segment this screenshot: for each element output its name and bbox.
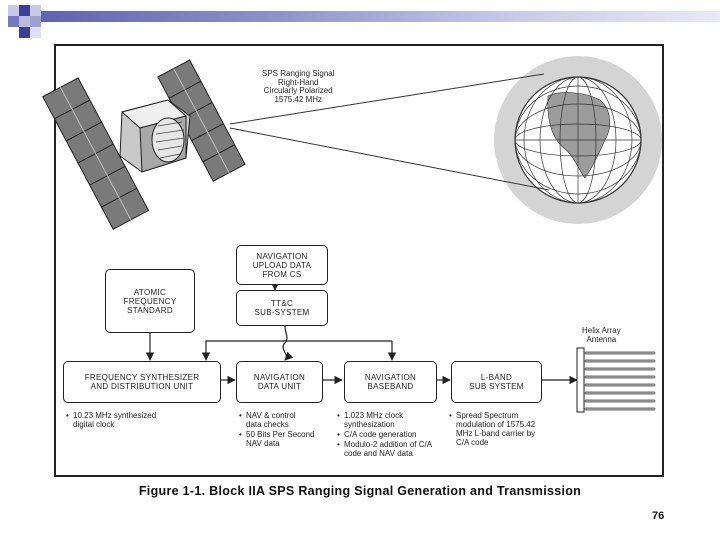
signal-beam xyxy=(229,73,550,191)
earth-globe-icon xyxy=(494,56,662,224)
page-number: 76 xyxy=(652,510,665,522)
satellite-icon xyxy=(42,59,246,230)
figure-caption: Figure 1-1. Block IIA SPS Ranging Signal… xyxy=(138,484,582,498)
antenna-label: Helix Array Antenna xyxy=(582,326,621,344)
slide-decoration xyxy=(0,0,720,50)
figure-frame xyxy=(54,44,664,477)
signal-label: SPS Ranging Signal Right-Hand Circularly… xyxy=(262,69,335,104)
helix-antenna-icon xyxy=(576,347,656,413)
